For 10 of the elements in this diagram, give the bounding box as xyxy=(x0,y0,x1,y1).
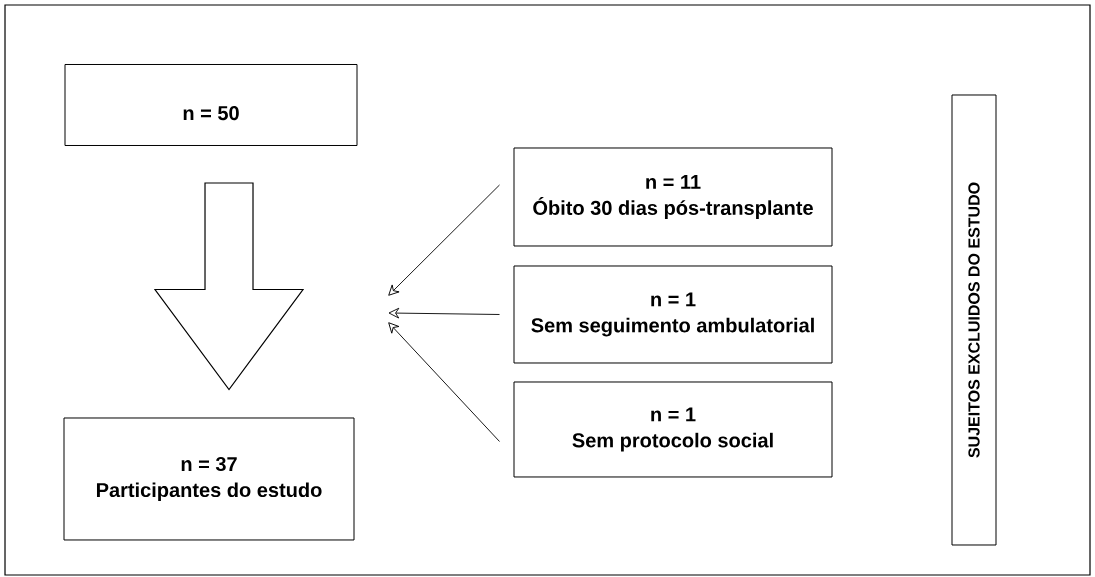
block-arrow xyxy=(153,182,305,391)
process-box: n = 11 Óbito 30 dias pós-transplante xyxy=(513,147,833,247)
arrow xyxy=(388,184,500,296)
label-band: SUJEITOS EXCLUIDOS DO ESTUDO xyxy=(951,94,997,546)
arrow xyxy=(388,322,500,442)
process-box: n = 50 xyxy=(64,64,358,146)
arrow xyxy=(388,307,500,319)
process-box: n = 37 Participantes do estudo xyxy=(63,417,355,541)
process-box: n = 1 Sem protocolo social xyxy=(513,381,833,478)
process-box: n = 1 Sem seguimento ambulatorial xyxy=(513,265,833,364)
